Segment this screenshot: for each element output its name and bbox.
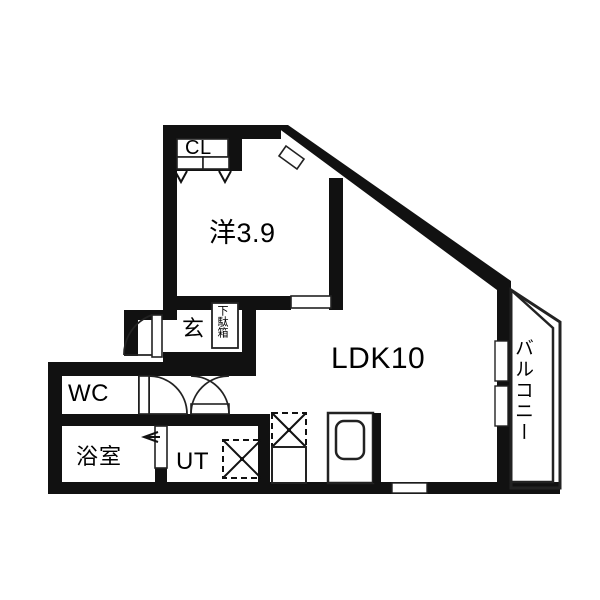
bedroom-door	[290, 295, 332, 309]
shoe-cabinet	[211, 302, 239, 349]
wall-bedroom-right	[329, 178, 343, 300]
kitchen-sink-unit	[326, 411, 381, 485]
closet-door-left	[176, 156, 204, 170]
wall-corridor-top	[138, 362, 256, 376]
wall-bedroom-bottom-right	[329, 296, 343, 310]
wall-ut-top	[155, 414, 270, 426]
washer-space	[222, 439, 262, 479]
wc-door[interactable]	[138, 375, 188, 415]
closet-box	[176, 138, 229, 158]
closet-door-right	[202, 156, 230, 170]
wall-left-outer	[48, 362, 62, 494]
wall-bottom-outer	[48, 482, 560, 494]
balcony-outline	[509, 287, 562, 490]
closet-arrow-right	[218, 170, 232, 185]
wall-left-top	[48, 362, 138, 376]
closet-cl	[174, 138, 232, 185]
diagonal-window	[277, 144, 306, 171]
wall-group	[48, 125, 560, 494]
window-group	[277, 144, 509, 494]
appliance-space	[271, 412, 307, 448]
wall-genkan-right	[242, 296, 256, 366]
wall-bedroom-left	[163, 125, 177, 310]
wall-wc-bath	[48, 414, 161, 426]
closet-arrow-left	[174, 170, 188, 185]
wall-diagonal	[274, 125, 511, 300]
wall-bedroom-top	[163, 125, 281, 139]
balcony-window-lower	[494, 385, 509, 427]
balcony-window-upper	[494, 340, 509, 382]
entrance-door[interactable]	[123, 314, 163, 358]
kitchen-counter	[271, 446, 307, 484]
ut-door[interactable]	[186, 375, 230, 415]
south-window	[391, 482, 428, 494]
bath-door[interactable]	[141, 425, 168, 469]
